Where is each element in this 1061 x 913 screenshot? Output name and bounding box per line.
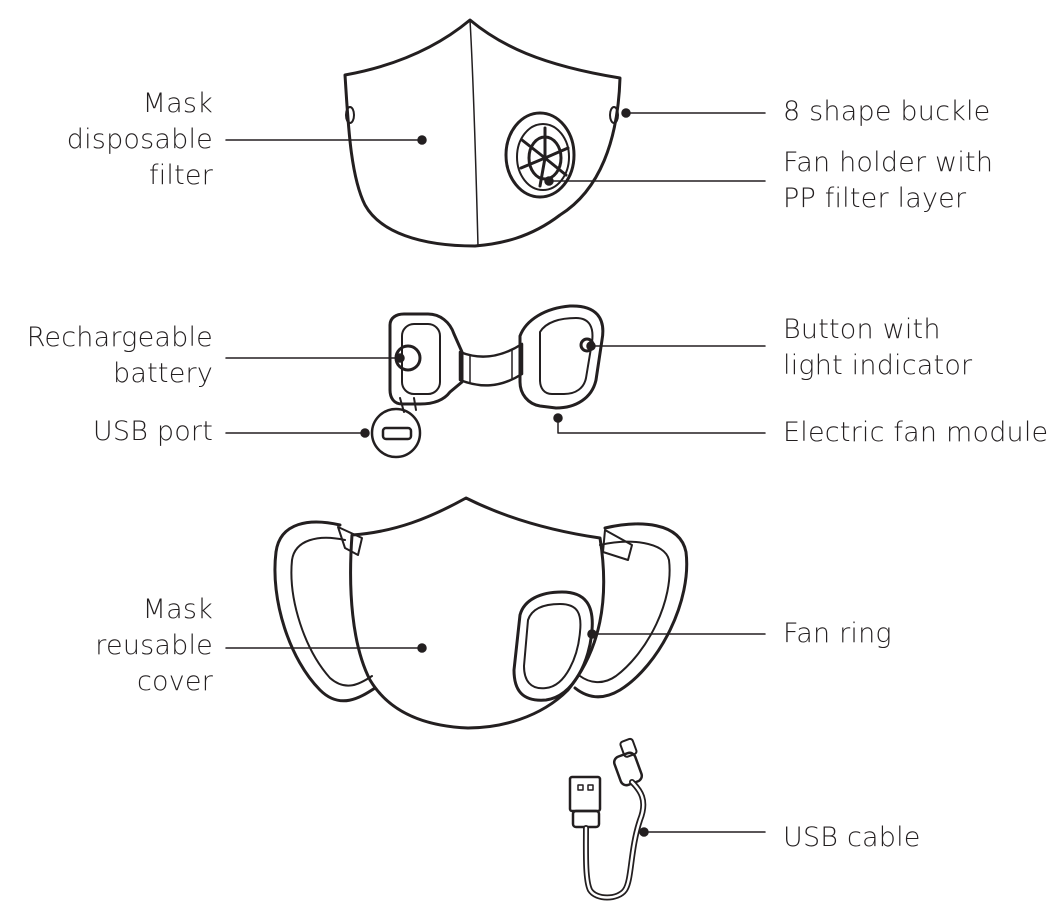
- label-line: Rechargeable: [26, 322, 213, 353]
- dot-fan-holder: [545, 177, 553, 185]
- label-electric-fan-module: Electric fan module: [783, 415, 1048, 451]
- label-mask-disposable-filter: Mask disposable filter: [67, 86, 213, 194]
- label-line: PP filter layer: [783, 183, 967, 214]
- label-line: 8 shape buckle: [783, 96, 991, 127]
- label-line: Button with: [783, 314, 941, 345]
- dot-fan-module: [554, 414, 562, 422]
- label-line: Fan holder with: [783, 147, 994, 178]
- usb-cable-drawing: [570, 738, 643, 897]
- dot-usb-cable: [640, 828, 648, 836]
- label-usb-port: USB port: [93, 414, 213, 450]
- dot-mask-cover: [418, 644, 426, 652]
- mask-disposable-filter-drawing: [345, 20, 620, 246]
- label-line: Mask: [142, 594, 213, 625]
- label-fan-holder: Fan holder with PP filter layer: [783, 145, 993, 217]
- label-line: USB port: [92, 416, 213, 447]
- label-usb-cable: USB cable: [783, 820, 921, 856]
- label-line: reusable: [95, 630, 213, 661]
- label-line: disposable: [66, 124, 213, 155]
- leader-lines: [226, 109, 766, 836]
- dot-battery: [396, 354, 404, 362]
- label-line: USB cable: [783, 822, 921, 853]
- dot-button: [587, 342, 595, 350]
- label-rechargeable-battery: Rechargeable battery: [27, 320, 213, 392]
- electric-fan-module-drawing: [372, 306, 603, 457]
- label-button-light-indicator: Button with light indicator: [783, 312, 972, 384]
- dot-mask-filter: [418, 136, 426, 144]
- label-line: Electric fan module: [783, 417, 1049, 448]
- dot-fan-ring: [588, 630, 596, 638]
- label-fan-ring: Fan ring: [783, 616, 892, 652]
- fan-holder-drawing: [506, 113, 574, 197]
- label-8-shape-buckle: 8 shape buckle: [783, 94, 990, 130]
- dot-usb-port: [361, 429, 369, 437]
- dot-buckle: [622, 109, 630, 117]
- label-line: filter: [148, 160, 213, 191]
- label-line: Fan ring: [783, 618, 892, 649]
- label-line: light indicator: [783, 350, 973, 381]
- label-line: cover: [136, 666, 213, 697]
- label-line: battery: [113, 358, 213, 389]
- leader-fan-module: [557, 417, 766, 434]
- label-line: Mask: [142, 88, 213, 119]
- label-mask-reusable-cover: Mask reusable cover: [95, 592, 213, 700]
- mask-reusable-cover-drawing: [275, 498, 687, 728]
